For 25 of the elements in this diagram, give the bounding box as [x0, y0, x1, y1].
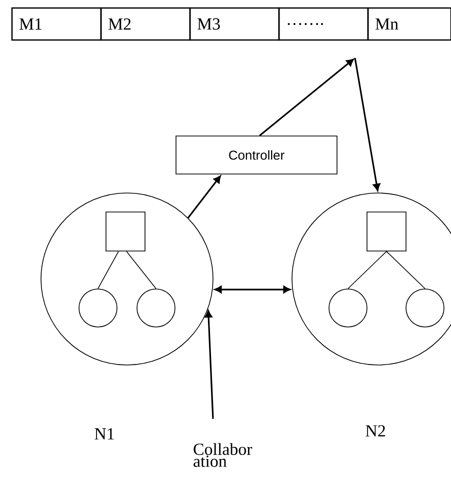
text-label: Collabor ation [194, 443, 252, 467]
node-circle [40, 192, 214, 366]
arrow [354, 58, 380, 191]
circle-symbol [328, 288, 368, 328]
connector-line [386, 251, 426, 289]
circle-symbol [406, 288, 444, 328]
arrow [204, 310, 214, 419]
controller-box: Controller [176, 136, 338, 174]
connector-line [126, 251, 156, 289]
table-cell: ……. [278, 7, 369, 41]
node-label: N2 [366, 425, 385, 436]
connector-line [348, 251, 387, 289]
square-symbol [366, 212, 406, 252]
table-cell: Mn [367, 7, 451, 41]
node-label: N1 [94, 428, 114, 440]
arrow [214, 286, 291, 294]
connector-line [98, 251, 119, 289]
circle-symbol [78, 288, 118, 328]
arrow [259, 58, 354, 136]
square-symbol [106, 212, 146, 252]
table-cell: M2 [100, 7, 191, 41]
table-cell: M3 [189, 7, 280, 41]
arrow [187, 176, 221, 218]
table-cell: M1 [11, 7, 102, 41]
circle-symbol [136, 288, 176, 328]
